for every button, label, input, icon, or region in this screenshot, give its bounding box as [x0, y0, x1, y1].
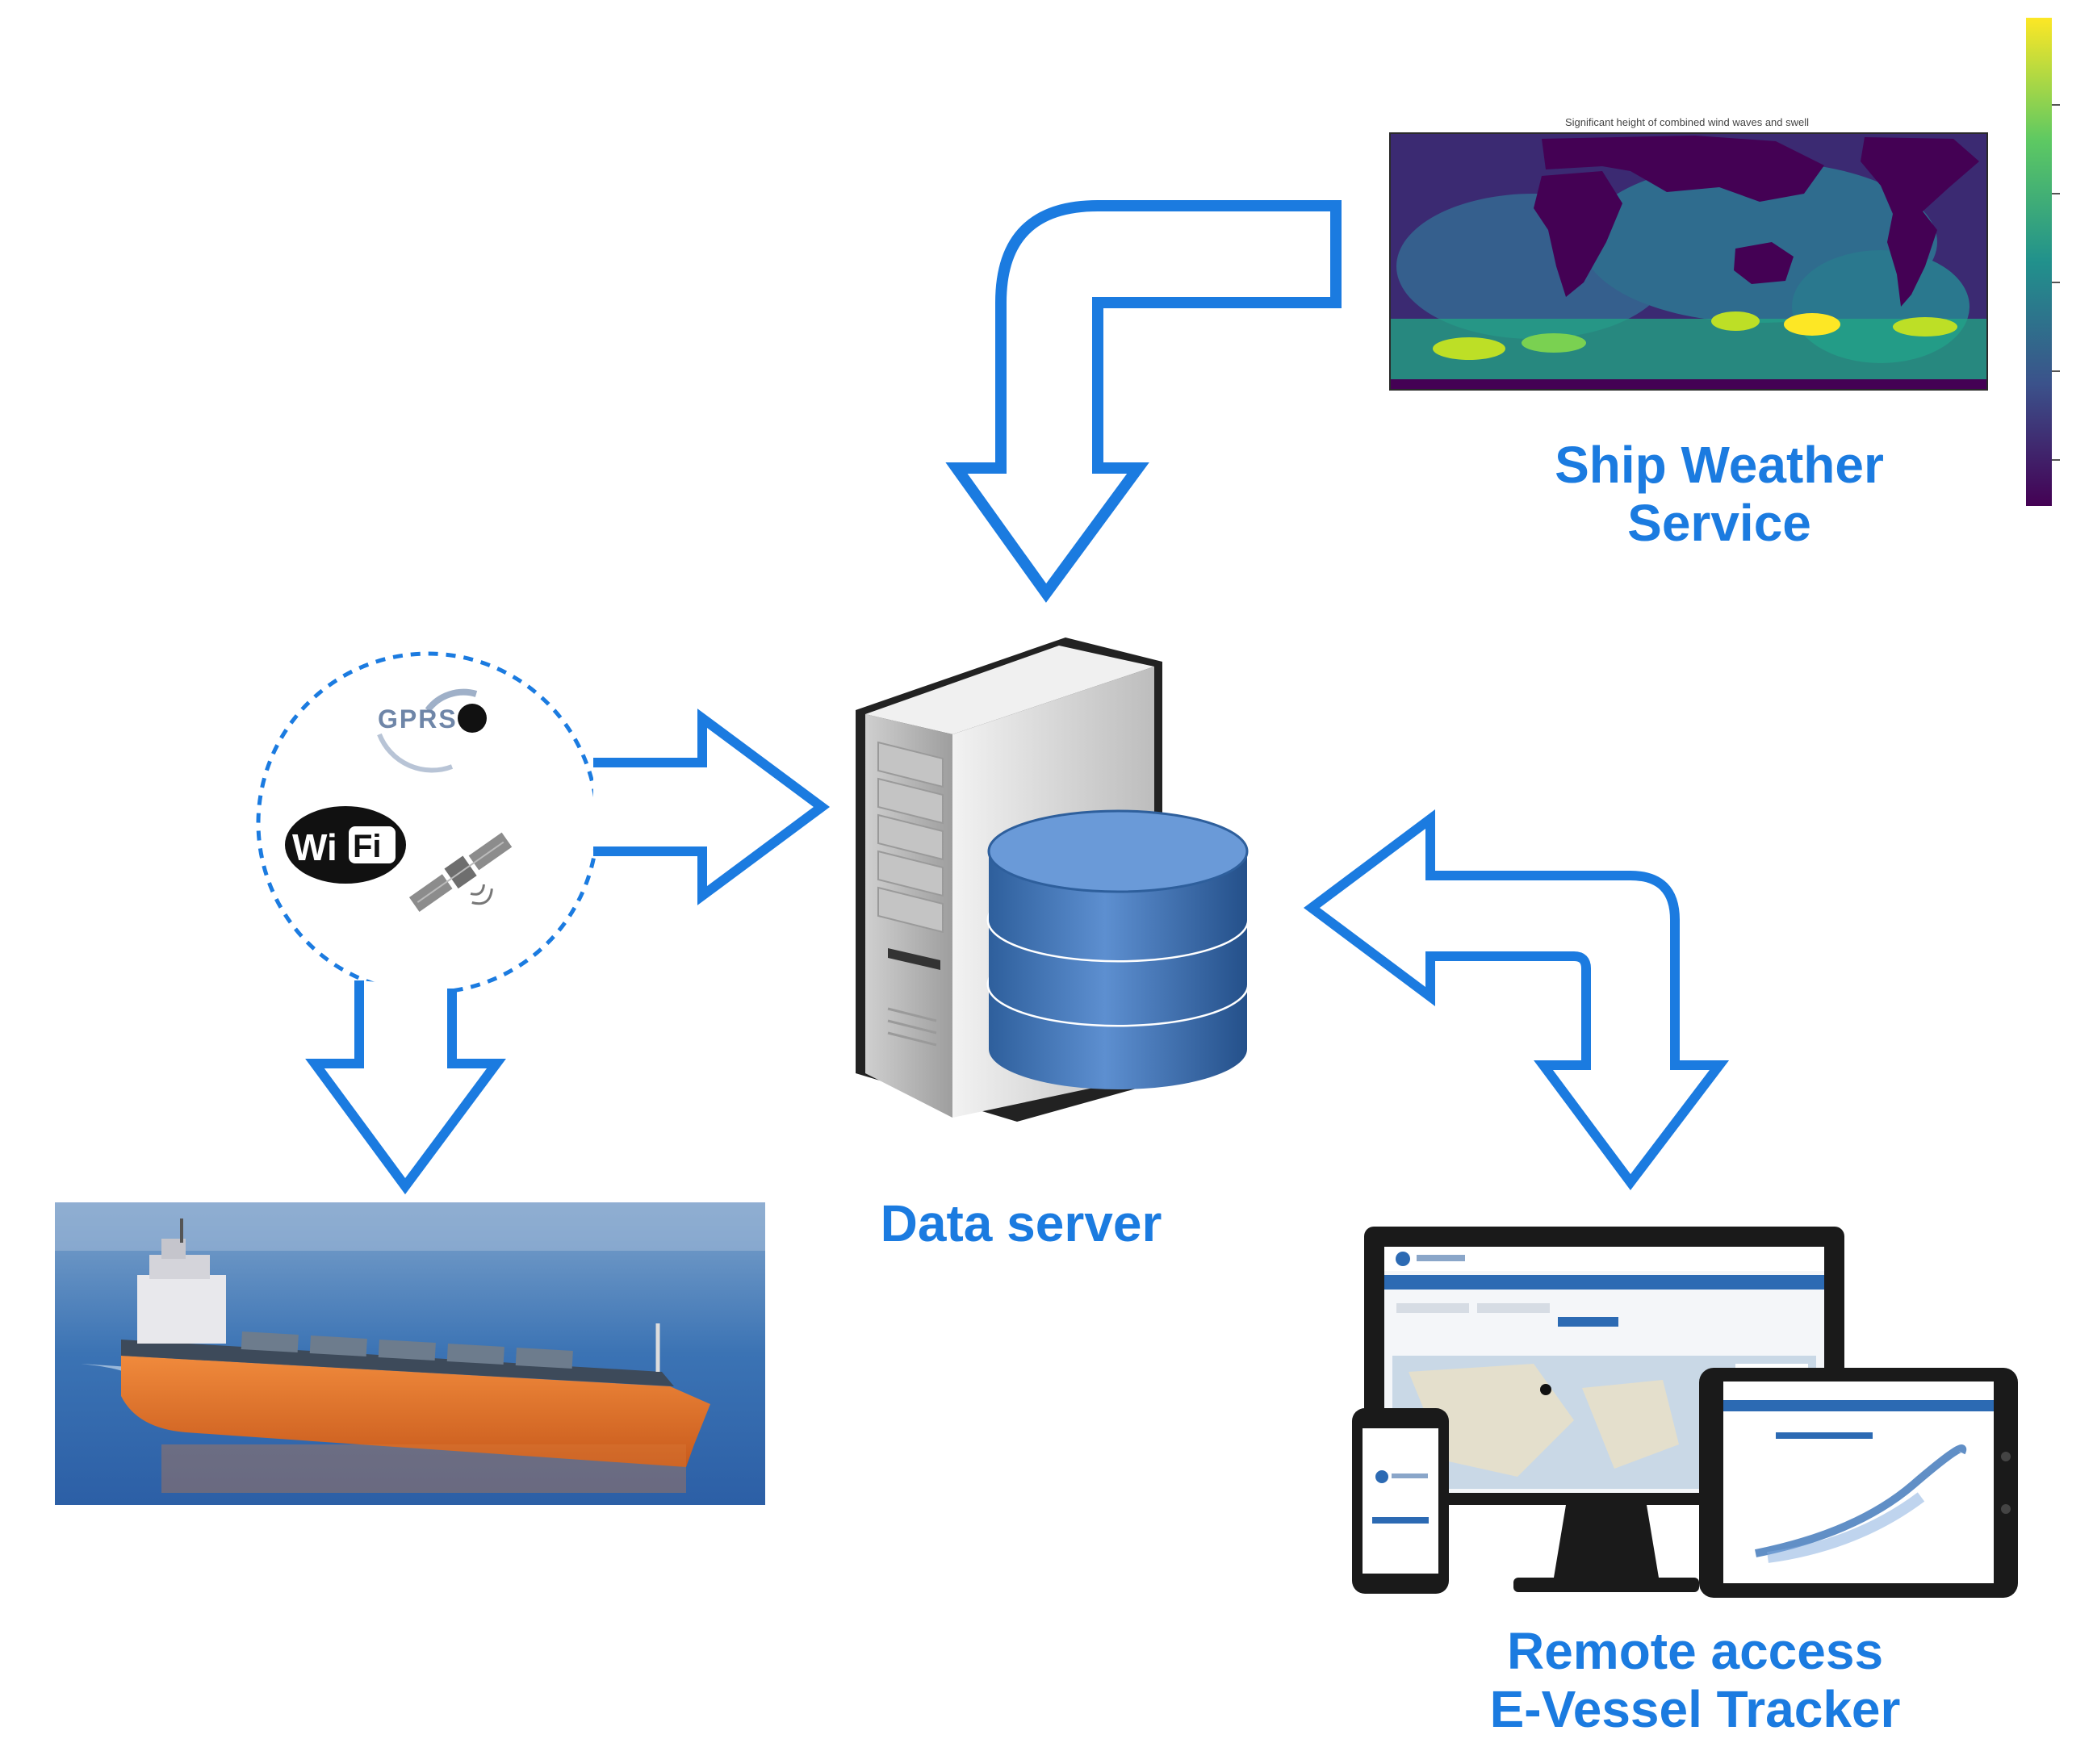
satellite-icon: [408, 832, 513, 912]
weather-map: Significant height of combined wind wave…: [1389, 116, 1988, 391]
australia-land: [1734, 242, 1794, 284]
weather-label-line1: Ship Weather: [1555, 436, 1884, 494]
devices-illustration: [1352, 1227, 2018, 1598]
eurasia-land: [1542, 136, 1824, 202]
database-icon: [986, 809, 1250, 1089]
ship-photo: [55, 1202, 765, 1505]
remote-label-line1: Remote access: [1506, 1622, 1884, 1680]
communication-links: GPRS Wi Fi: [256, 651, 600, 995]
wifi-icon: Wi Fi: [285, 806, 406, 884]
comm-to-server-arrow: [593, 709, 831, 905]
weather-to-server-arrow: [945, 200, 1342, 603]
remote-label-line2: E-Vessel Tracker: [1489, 1680, 1901, 1738]
remote-access-label: Remote access E-Vessel Tracker: [1372, 1622, 2018, 1738]
gprs-icon: GPRS: [377, 688, 487, 773]
ship-weather-service-label: Ship Weather Service: [1437, 436, 2002, 552]
svg-text:GPRS: GPRS: [378, 704, 458, 734]
africa-land: [1534, 171, 1622, 297]
americas-land: [1861, 137, 1979, 307]
colorbar: [2026, 18, 2060, 506]
svg-text:Fi: Fi: [353, 829, 382, 864]
data-server-label: Data server: [807, 1194, 1235, 1252]
data-server-text: Data server: [880, 1194, 1162, 1252]
svg-text:Wi: Wi: [292, 826, 337, 868]
comm-to-ship-arrow: [305, 980, 506, 1195]
antarctica-land: [1390, 379, 1987, 390]
weather-label-line2: Service: [1627, 494, 1811, 552]
weather-map-title: Significant height of combined wind wave…: [1565, 116, 1809, 128]
server-remote-arrow: [1303, 809, 1730, 1190]
